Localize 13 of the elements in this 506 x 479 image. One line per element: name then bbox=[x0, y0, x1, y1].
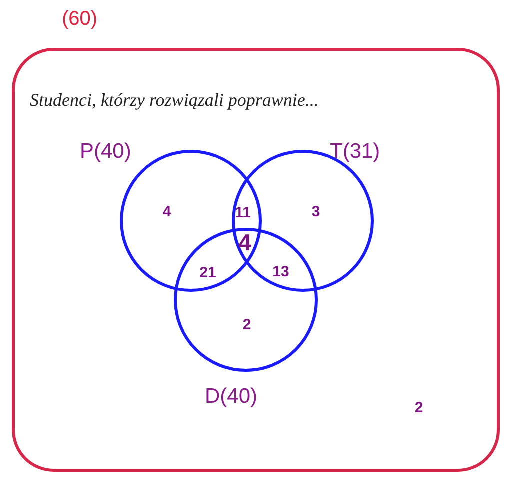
region-count: 4 bbox=[238, 232, 252, 254]
region-count: 3 bbox=[312, 204, 320, 220]
region-count: 2 bbox=[414, 400, 424, 416]
region-count: 2 bbox=[242, 318, 252, 332]
region-count: 4 bbox=[162, 204, 172, 220]
set-description: Studenci, którzy rozwiązali poprawnie... bbox=[30, 90, 319, 111]
region-count: 11 bbox=[235, 206, 251, 220]
set-label: T(31) bbox=[330, 140, 380, 164]
region-count: 13 bbox=[272, 264, 290, 280]
set-label: P(40) bbox=[80, 140, 132, 164]
set-heading: (60) bbox=[62, 8, 98, 31]
set-label: D(40) bbox=[205, 385, 258, 409]
region-count: 21 bbox=[200, 266, 216, 280]
